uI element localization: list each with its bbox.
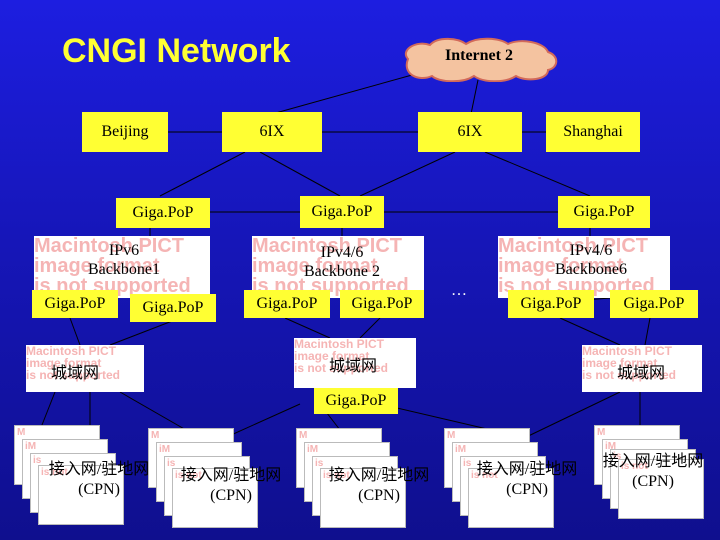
6ix-left-node: 6IX bbox=[222, 112, 322, 152]
access-label-5: 接入网/驻地网(CPN) bbox=[602, 453, 704, 490]
internet2-cloud bbox=[405, 37, 558, 82]
gigapop-top-left: Giga.PoP bbox=[116, 198, 210, 228]
access-stack-5: M iM is is not bbox=[594, 425, 720, 535]
gigapop-right-1: Giga.PoP bbox=[508, 290, 594, 318]
page-title: CNGI Network bbox=[62, 32, 291, 70]
beijing-node: Beijing bbox=[82, 112, 168, 152]
gigapop-middle-1: Giga.PoP bbox=[244, 290, 330, 318]
gigapop-top-middle: Giga.PoP bbox=[300, 196, 384, 228]
access-label-4: 接入网/驻地网(CPN) bbox=[476, 461, 578, 498]
6ix-right-node: 6IX bbox=[418, 112, 522, 152]
shanghai-node: Shanghai bbox=[546, 112, 640, 152]
access-stack-1: M iM is is not bbox=[14, 425, 154, 535]
access-stack-2: M iM is is not bbox=[148, 428, 288, 538]
gigapop-left-1: Giga.PoP bbox=[32, 290, 118, 318]
access-stack-3: M iM is is not bbox=[296, 428, 436, 538]
metro-right-label: 城域网 bbox=[616, 365, 665, 382]
ellipsis: … bbox=[451, 282, 467, 299]
metro-middle-label: 城域网 bbox=[328, 358, 377, 375]
access-stack-4: M iM is is not bbox=[444, 428, 584, 538]
access-label-3: 接入网/驻地网(CPN) bbox=[328, 467, 430, 504]
metro-left-label: 城域网 bbox=[50, 365, 99, 382]
gigapop-right-2: Giga.PoP bbox=[610, 290, 698, 318]
gigapop-middle-2: Giga.PoP bbox=[340, 290, 424, 318]
internet2-label: Internet 2 bbox=[445, 47, 513, 64]
gigapop-left-2: Giga.PoP bbox=[130, 294, 216, 322]
gigapop-metro-middle: Giga.PoP bbox=[314, 388, 398, 414]
gigapop-top-right: Giga.PoP bbox=[558, 196, 650, 228]
access-label-2: 接入网/驻地网(CPN) bbox=[180, 467, 282, 504]
access-label-1: 接入网/驻地网(CPN) bbox=[48, 461, 150, 498]
